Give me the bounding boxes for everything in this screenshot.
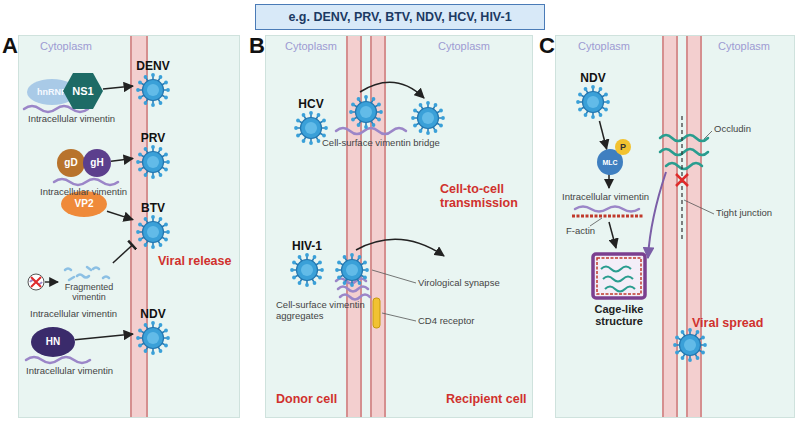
virion-icon [136,145,170,179]
annotation-label: Virological synapse [418,278,518,289]
annotation-label: Intracellular vimentin [30,309,130,320]
node-label: Fragmented vimentin [61,283,117,303]
vimentin-fragment [77,275,89,278]
annotation-label: Intracellular vimentin [562,192,662,203]
node-label: HCV [291,97,331,111]
vimentin-fragments [61,263,117,283]
process-label: Viral spread [692,316,763,330]
panel-letter: C [539,34,555,58]
virion: BTV [133,201,173,251]
cd4-receptor [373,298,380,328]
annotation-label: F-actin [566,226,616,237]
occludin-strand [605,287,635,292]
node-label: gD [64,158,77,168]
virion-icon [136,73,170,107]
annotation-label: Intracellular vimentin [26,366,126,377]
process-label: Viral release [158,254,231,268]
virion-shape [136,321,170,355]
vimentin-fragment [69,277,74,280]
vimentin-fragment [65,269,71,271]
cage-drawing [583,251,655,303]
node-label: HN [46,337,60,347]
virion: HIV-1 [285,239,329,289]
virion-icon [136,321,170,355]
annotation-label: Intracellular vimentin [40,187,140,198]
compartment-label: Cytoplasm [718,40,770,53]
annotation-label: Cell-surface vimentin aggregates [276,300,371,322]
virion-shape [136,215,170,249]
vimentin-fragment [93,268,99,270]
node-label: Cage-like structure [583,303,655,327]
occludin-strand [603,277,633,282]
virion-icon [290,253,324,287]
protein-blob: HN [31,327,75,357]
virion-shape [290,253,324,287]
process-label: Donor cell [276,392,337,406]
virion-icon [576,85,610,119]
virus-list-banner: e.g. DENV, PRV, BTV, NDV, HCV, HIV-1 [255,4,545,30]
vimentin-fragment [103,277,109,279]
virion: NDV [133,307,173,357]
process-label: Cell-to-cell transmission [440,182,525,211]
node-label: MLC [602,159,617,166]
protein-circle: gH [83,149,111,177]
cage-frame [593,254,645,298]
node-label: DENV [133,59,173,73]
panel-box: AhnRNPNS1DENVgDgHPRVVP2Fragmented viment… [18,35,240,418]
panel-letter: A [2,34,18,58]
cage-structure: Cage-like structure [583,251,655,331]
node-label: BTV [133,201,173,215]
protein-circle: gD [57,149,85,177]
virion-shape [136,145,170,179]
node-label: e.g. DENV, PRV, BTV, NDV, HCV, HIV-1 [288,10,511,24]
cage-actin [597,258,641,294]
compartment-label: Cytoplasm [438,40,490,53]
node-label: gH [90,158,103,168]
vimentin-fragment [87,267,91,270]
compartment-label: Cytoplasm [578,40,630,53]
compartment-label: Cytoplasm [40,40,92,53]
virion: NDV [573,71,613,121]
protein-hexagon: NS1 [63,73,103,109]
virion-icon [136,215,170,249]
virion-shape [576,85,610,119]
virion: DENV [133,59,173,109]
occludin-strand [601,267,631,272]
virion: PRV [133,131,173,181]
panel-letter: B [249,34,265,58]
annotation-label: Occludin [714,124,784,135]
node-label: HIV-1 [285,239,329,253]
protein-circle: P [615,139,631,155]
node-label: NS1 [72,86,93,97]
fragmented-vimentin: Fragmented vimentin [61,263,117,307]
virion-shape [136,73,170,107]
hexagon-fill [63,73,103,109]
node-label: P [620,143,626,152]
panel-box: BHCVHIV-1 [265,35,533,418]
node-label: PRV [133,131,173,145]
node-label: hnRNP [37,88,67,97]
annotation-label: Intracellular vimentin [28,114,128,125]
annotation-label: Cell-surface vimentin bridge [322,138,457,149]
f-actin-filament [572,215,644,218]
node-label: NDV [573,71,613,85]
node-label: VP2 [75,199,94,209]
process-label: Recipient cell [446,392,527,406]
annotation-label: CD4 receptor [418,316,508,327]
node-label: NDV [133,307,173,321]
compartment-label: Cytoplasm [285,40,337,53]
annotation-label: Tight junction [716,208,794,219]
